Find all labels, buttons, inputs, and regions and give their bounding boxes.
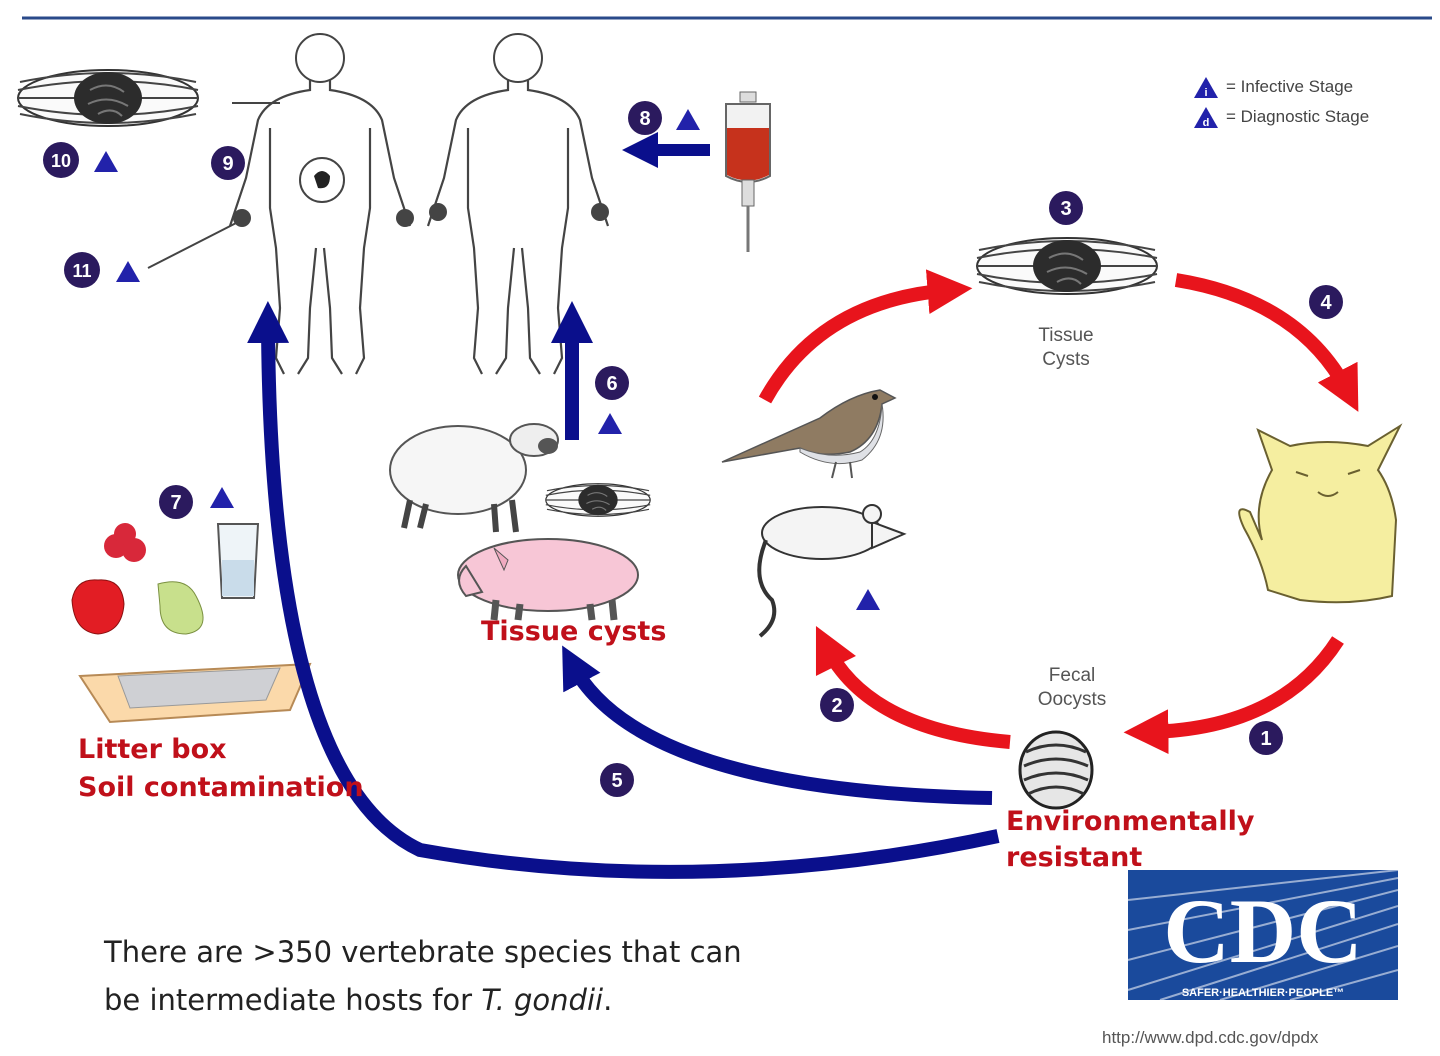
bird-icon [721,389,897,479]
tissue-cyst-icon [976,237,1158,295]
legend-infective-letter: i [1204,87,1207,99]
legend-diagnostic-letter: d [1203,117,1210,129]
svg-text:5: 5 [611,770,622,792]
environmentally-label: Environmentally [1006,806,1255,837]
svg-text:2: 2 [831,695,842,717]
svg-text:10: 10 [51,151,71,171]
arrow-blue [247,301,1000,879]
infective-stage-icon [210,487,234,508]
soil-contamination-label: Soil contamination [78,772,364,803]
svg-text:11: 11 [72,261,91,281]
human-figure-icon [426,32,610,376]
cdc-url-link[interactable]: http://www.dpd.cdc.gov/dpdx [1102,1028,1319,1047]
sheep-icon [389,423,559,533]
step-badge-9: 9 [211,146,245,180]
arrow-red [815,625,1011,749]
step-badge-11: 11 [64,252,100,288]
fruit-icon [71,523,204,635]
svg-text:6: 6 [606,373,617,395]
svg-text:SAFER·HEALTHIER·PEOPLE™: SAFER·HEALTHIER·PEOPLE™ [1182,987,1344,999]
pig-icon [457,538,639,621]
step-badge-2: 2 [820,688,854,722]
svg-text:3: 3 [1060,198,1071,220]
arrow-red [758,269,973,404]
step-badge-5: 5 [600,763,634,797]
tissue-cysts-red-label: Tissue cysts [481,616,667,647]
water-glass-icon [216,523,260,599]
step-badge-8: 8 [628,101,662,135]
cdc-logo: CDC SAFER·HEALTHIER·PEOPLE™ [1127,869,1399,1001]
step-badge-3: 3 [1049,191,1083,225]
fecal-oocysts-label: Fecal Oocysts [1037,665,1107,710]
step-badge-6: 6 [595,366,629,400]
svg-text:1: 1 [1260,728,1271,750]
arrow-red [1123,636,1344,755]
diagnostic-stage-icon [116,261,140,282]
infective-stage-icon [598,413,622,434]
diagnostic-stage-icon [94,151,118,172]
infective-stage-icon [856,589,880,610]
step-badge-7: 7 [159,485,193,519]
legend-infective-label: = Infective Stage [1226,77,1354,96]
iv-blood-bag-icon [725,91,771,252]
step-badge-10: 10 [43,142,79,178]
arrow-blue [562,645,993,805]
resistant-label: resistant [1006,842,1143,873]
arrow-red [1174,273,1359,412]
mouse-icon [757,504,907,638]
svg-text:7: 7 [170,492,181,514]
svg-text:8: 8 [639,108,650,130]
pointer-line [147,219,243,269]
svg-text:CDC: CDC [1163,880,1362,982]
svg-text:9: 9 [222,153,233,175]
human-figure-icon [228,32,412,376]
cat-icon [1238,423,1403,604]
litter-box-label: Litter box [78,734,227,765]
intermediate-hosts-note: There are >350 vertebrate species that c… [104,935,742,1017]
svg-text:4: 4 [1320,292,1332,314]
litter-box-icon [78,662,312,724]
infective-stage-icon [676,109,700,130]
tissue-cysts-label: Tissue Cysts [1038,325,1094,370]
step-badge-1: 1 [1249,721,1283,755]
legend-diagnostic-label: = Diagnostic Stage [1226,107,1370,126]
tissue-cyst-icon [17,69,199,127]
step-badge-4: 4 [1309,285,1343,319]
tissue-cyst-icon [545,483,651,517]
oocyst-icon [1018,730,1094,810]
